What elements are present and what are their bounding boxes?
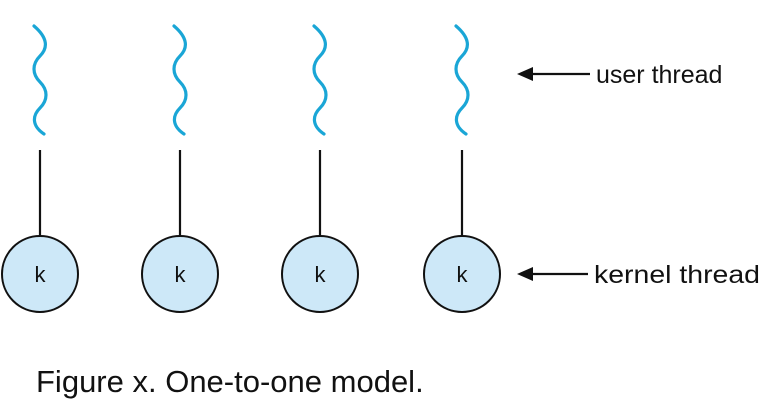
user-thread-wave [172, 24, 188, 136]
user-thread-label: user thread [596, 61, 722, 89]
kernel-thread-circle [423, 235, 501, 313]
kernel-thread-circle [141, 235, 219, 313]
thread-pair-2: k [141, 24, 219, 313]
kernel-thread-label: k [175, 262, 187, 287]
kernel-thread-circle [281, 235, 359, 313]
user-thread-wave [32, 24, 48, 136]
thread-pair-4: k [423, 24, 501, 313]
user-thread-annotation: user thread [517, 61, 722, 89]
kernel-thread-label-text: kernel thread [594, 261, 760, 289]
figure-caption: Figure x. One-to-one model. [36, 364, 424, 399]
thread-pair-3: k [281, 24, 359, 313]
kernel-thread-annotation: kernel thread [517, 261, 760, 289]
kernel-thread-label: k [315, 262, 327, 287]
user-thread-wave [454, 24, 470, 136]
kernel-thread-arrow-icon [517, 267, 533, 281]
kernel-thread-label: k [35, 262, 47, 287]
user-thread-arrow-icon [517, 67, 533, 81]
kernel-thread-label: k [457, 262, 469, 287]
kernel-thread-circle [1, 235, 79, 313]
user-thread-wave [312, 24, 328, 136]
thread-pair-1: k [1, 24, 79, 313]
